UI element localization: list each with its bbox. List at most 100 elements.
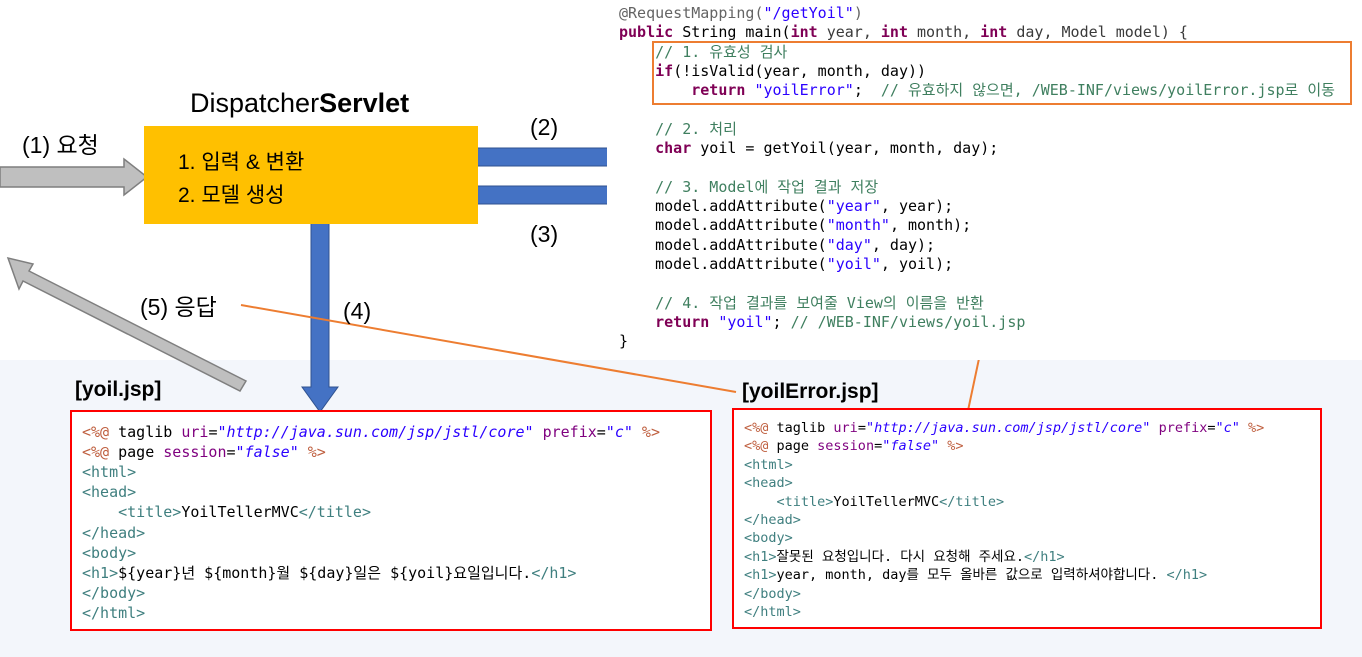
code-line: <html> bbox=[744, 456, 793, 474]
code-token: model.addAttribute( bbox=[619, 197, 827, 215]
code-token: <body> bbox=[744, 530, 793, 547]
code-token: ; bbox=[853, 81, 881, 100]
code-token: session bbox=[817, 438, 875, 455]
code-token: YoilTellerMVC bbox=[181, 503, 299, 522]
code-token: </html> bbox=[744, 604, 801, 620]
step-2-label: (2) bbox=[530, 114, 559, 140]
code-line: </html> bbox=[744, 603, 801, 621]
code-token: = bbox=[226, 443, 236, 462]
code-line: <head> bbox=[82, 482, 136, 502]
code-token: </head> bbox=[82, 523, 146, 542]
dispatcher-servlet-box: 1. 입력 & 변환 2. 모델 생성 bbox=[144, 126, 478, 224]
code-token: session bbox=[163, 443, 227, 462]
code-token: String main( bbox=[673, 23, 791, 42]
code-token: "/getYoil" bbox=[763, 4, 854, 22]
code-line: model.addAttribute("year", year); bbox=[619, 197, 953, 216]
code-line: model.addAttribute("day", day); bbox=[619, 236, 935, 255]
code-token: if bbox=[655, 61, 674, 80]
code-token: "http://java.sun.com/jsp/jstl/core" bbox=[865, 420, 1151, 436]
code-token: <head> bbox=[82, 483, 137, 502]
code-line: </head> bbox=[82, 523, 145, 543]
code-token: = bbox=[874, 438, 883, 455]
code-token: <%@ bbox=[82, 423, 110, 441]
code-token: page bbox=[768, 438, 818, 455]
code-token: <body> bbox=[82, 543, 137, 562]
code-token: month, bbox=[908, 23, 981, 42]
code-token: day, Model model) { bbox=[1007, 23, 1188, 42]
code-token: // 3. Model에 작업 결과 저장 bbox=[619, 177, 879, 196]
code-token: return bbox=[691, 81, 746, 100]
code-token: prefix bbox=[1158, 420, 1208, 436]
code-token: ) bbox=[853, 4, 863, 22]
code-token: "day" bbox=[826, 235, 872, 254]
code-token: YoilTellerMVC bbox=[833, 493, 940, 510]
code-token: <title> bbox=[118, 503, 182, 522]
code-token: <title> bbox=[776, 493, 834, 510]
code-line: // 2. 처리 bbox=[619, 120, 737, 139]
code-token: } bbox=[619, 332, 629, 351]
code-line: <h1>${year}년 ${month}월 ${day}일은 ${yoil}요… bbox=[82, 563, 576, 583]
code-token: , month); bbox=[889, 216, 972, 235]
code-line: </head> bbox=[744, 511, 801, 529]
code-token: taglib bbox=[109, 423, 182, 441]
code-token: 잘못된 요청입니다. 다시 요청해 주세요. bbox=[776, 548, 1025, 565]
code-line: return "yoil"; // /WEB-INF/views/yoil.js… bbox=[619, 313, 1025, 332]
code-line: model.addAttribute("yoil", yoil); bbox=[619, 255, 953, 274]
code-token: , day); bbox=[871, 235, 936, 254]
code-token: <html> bbox=[744, 456, 793, 473]
code-token: %> bbox=[947, 438, 964, 455]
code-token: = bbox=[208, 423, 218, 441]
code-token: year, month, day를 모두 올바른 값으로 입력하셔야합니다. bbox=[776, 567, 1167, 584]
servlet-step-convert: 1. 입력 & 변환 bbox=[178, 151, 305, 174]
code-token: </head> bbox=[744, 512, 801, 528]
code-token: return bbox=[655, 312, 710, 331]
code-token: <%@ bbox=[82, 443, 110, 462]
code-token: yoil = getYoil(year, month, day); bbox=[691, 139, 999, 158]
code-token bbox=[709, 313, 718, 331]
code-line: <%@ taglib uri="http://java.sun.com/jsp/… bbox=[82, 422, 660, 442]
code-line: return "yoilError"; // 유효하지 않으면, /WEB-IN… bbox=[619, 81, 1335, 100]
code-token: char bbox=[655, 139, 692, 158]
code-token: = bbox=[596, 423, 606, 441]
code-token: uri bbox=[833, 420, 858, 436]
code-token: %> bbox=[1248, 420, 1265, 436]
code-token: <head> bbox=[744, 475, 793, 492]
code-token: // 2. 처리 bbox=[619, 119, 737, 138]
code-line: </body> bbox=[744, 585, 801, 603]
code-token: taglib bbox=[768, 420, 834, 436]
code-line: <title>YoilTellerMVC</title> bbox=[744, 493, 1005, 511]
code-token: <h1> bbox=[744, 548, 777, 565]
code-token: (!isValid(year, month, day)) bbox=[673, 61, 927, 80]
step-3-label: (3) bbox=[530, 221, 559, 247]
code-token: <h1> bbox=[82, 563, 119, 582]
code-token: public bbox=[619, 23, 674, 42]
code-line: } bbox=[619, 332, 628, 351]
code-token: "yoil" bbox=[826, 254, 881, 273]
code-line: <head> bbox=[744, 474, 793, 492]
code-token: </title> bbox=[939, 493, 1005, 510]
yoil-error-jsp-code: <%@ taglib uri="http://java.sun.com/jsp/… bbox=[732, 408, 1322, 629]
code-token: "false" bbox=[235, 443, 299, 462]
code-token bbox=[534, 423, 543, 441]
code-token: page bbox=[109, 443, 164, 462]
code-token: model.addAttribute( bbox=[619, 216, 827, 235]
code-token: </h1> bbox=[1024, 548, 1065, 565]
code-token: uri bbox=[181, 423, 209, 441]
response-label: (5) 응답 bbox=[140, 294, 217, 320]
code-line: <title>YoilTellerMVC</title> bbox=[82, 502, 371, 522]
code-line: <%@ page session="false" %> bbox=[82, 442, 326, 462]
to-view-arrow bbox=[301, 207, 339, 413]
code-token: int bbox=[980, 23, 1008, 42]
code-token bbox=[619, 62, 655, 80]
dispatcher-servlet-title: DispatcherServlet bbox=[190, 88, 410, 118]
code-token: @RequestMapping( bbox=[619, 4, 764, 22]
code-token: %> bbox=[641, 423, 660, 441]
code-token: int bbox=[880, 23, 908, 42]
code-token: prefix bbox=[542, 423, 597, 441]
code-token: ; bbox=[772, 312, 791, 331]
code-line: if(!isValid(year, month, day)) bbox=[619, 62, 926, 81]
code-token: , year); bbox=[880, 197, 954, 215]
code-token: </title> bbox=[298, 503, 371, 522]
code-line: </html> bbox=[82, 603, 145, 623]
servlet-step-model: 2. 모델 생성 bbox=[178, 184, 285, 207]
